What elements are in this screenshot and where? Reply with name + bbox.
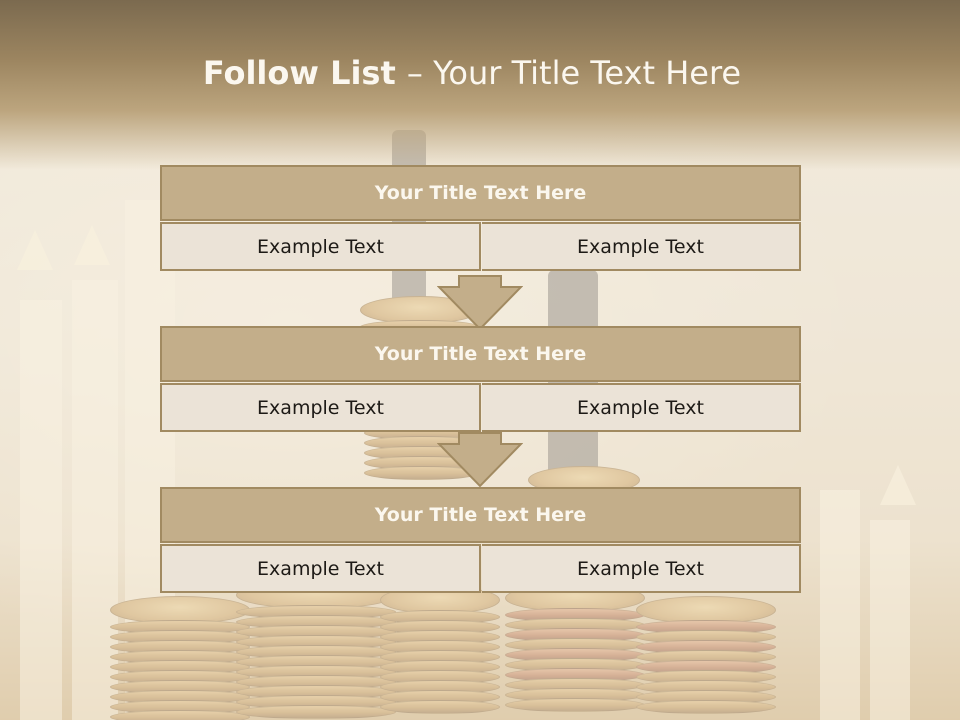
- block-cell-right: Example Text: [482, 383, 801, 432]
- block-header: Your Title Text Here: [160, 326, 801, 382]
- list-block: Your Title Text Here Example Text Exampl…: [160, 487, 801, 593]
- slide-title-bold: Follow List: [202, 54, 407, 92]
- block-cell-left: Example Text: [160, 383, 481, 432]
- block-header: Your Title Text Here: [160, 487, 801, 543]
- title-band: [0, 0, 960, 170]
- slide-title-rest: – Your Title Text Here: [406, 54, 742, 92]
- block-row: Example Text Example Text: [160, 544, 801, 593]
- list-block: Your Title Text Here Example Text Exampl…: [160, 165, 801, 271]
- block-header: Your Title Text Here: [160, 165, 801, 221]
- down-arrow-icon: [437, 275, 523, 331]
- list-block: Your Title Text Here Example Text Exampl…: [160, 326, 801, 432]
- block-cell-right: Example Text: [482, 544, 801, 593]
- block-cell-left: Example Text: [160, 544, 481, 593]
- down-arrow-icon: [437, 432, 523, 488]
- slide-title: Follow List – Your Title Text Here: [0, 54, 944, 92]
- block-row: Example Text Example Text: [160, 383, 801, 432]
- block-row: Example Text Example Text: [160, 222, 801, 271]
- block-cell-left: Example Text: [160, 222, 481, 271]
- block-cell-right: Example Text: [482, 222, 801, 271]
